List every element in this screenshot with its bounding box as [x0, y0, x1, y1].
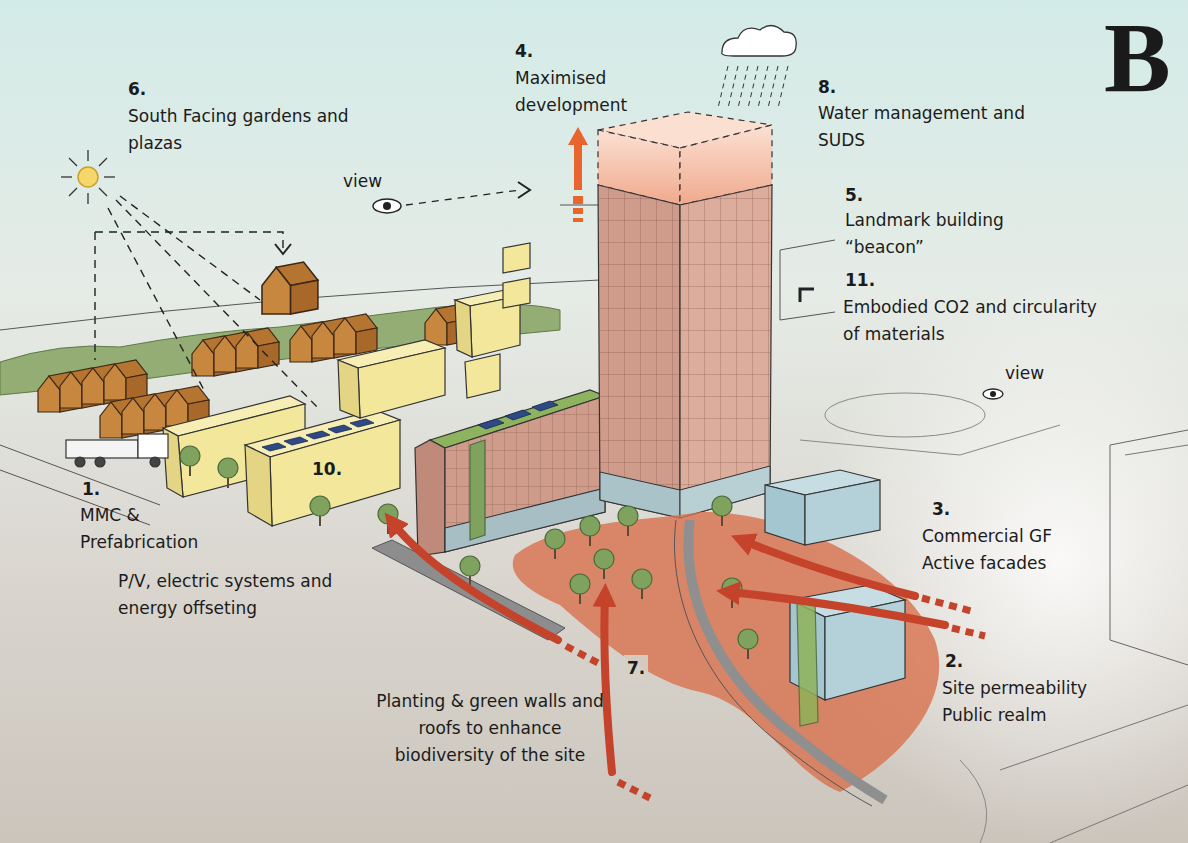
callout-number: 11.: [845, 267, 875, 294]
solar-panels: [262, 419, 374, 451]
annotation: Embodied CO2 and circularity of material…: [843, 294, 1108, 348]
view-label: view: [1005, 360, 1044, 387]
houses: [38, 262, 468, 438]
up-arrow: [568, 127, 588, 222]
annotation: Commercial GF Active facades: [922, 523, 1097, 577]
tower: [598, 112, 772, 518]
view-label: view: [343, 168, 382, 195]
context-lines: [0, 205, 1188, 843]
callout-number: 4.: [515, 38, 533, 65]
solar-panels: [478, 401, 558, 429]
sun: [61, 150, 115, 204]
callout-number: 8.: [818, 74, 836, 101]
annotation: Landmark building “beacon”: [845, 207, 1080, 261]
callout-number: 6.: [128, 76, 146, 103]
callout-number: 10.: [312, 456, 342, 483]
truck: [66, 434, 168, 467]
callout-number: 3.: [932, 496, 950, 523]
annotation: MMC & Prefabrication: [80, 502, 240, 556]
callout-number: 2.: [945, 648, 963, 675]
annotation: South Facing gardens and plazas: [128, 103, 383, 157]
callout-number: 5.: [845, 182, 863, 209]
callout-number: 1.: [82, 476, 100, 503]
arrow-chevron: [275, 244, 291, 254]
eye-icon: [373, 182, 530, 213]
annotation: Planting & green walls and roofs to enha…: [370, 688, 610, 769]
annotation: P/V, electric systems and energy offseti…: [118, 568, 353, 622]
leader-line: [800, 289, 814, 302]
annotation: Water management and SUDS: [818, 100, 1048, 154]
logo-mark: B: [1104, 8, 1171, 108]
trees: [180, 446, 758, 659]
callout-number: 7.: [624, 655, 648, 682]
arrow-tails: [566, 598, 985, 798]
annotation: Maximised development: [515, 65, 655, 119]
eye-icon: [983, 389, 1003, 399]
annotation: Site permeability Public realm: [942, 675, 1127, 729]
sun-path: [95, 196, 318, 408]
